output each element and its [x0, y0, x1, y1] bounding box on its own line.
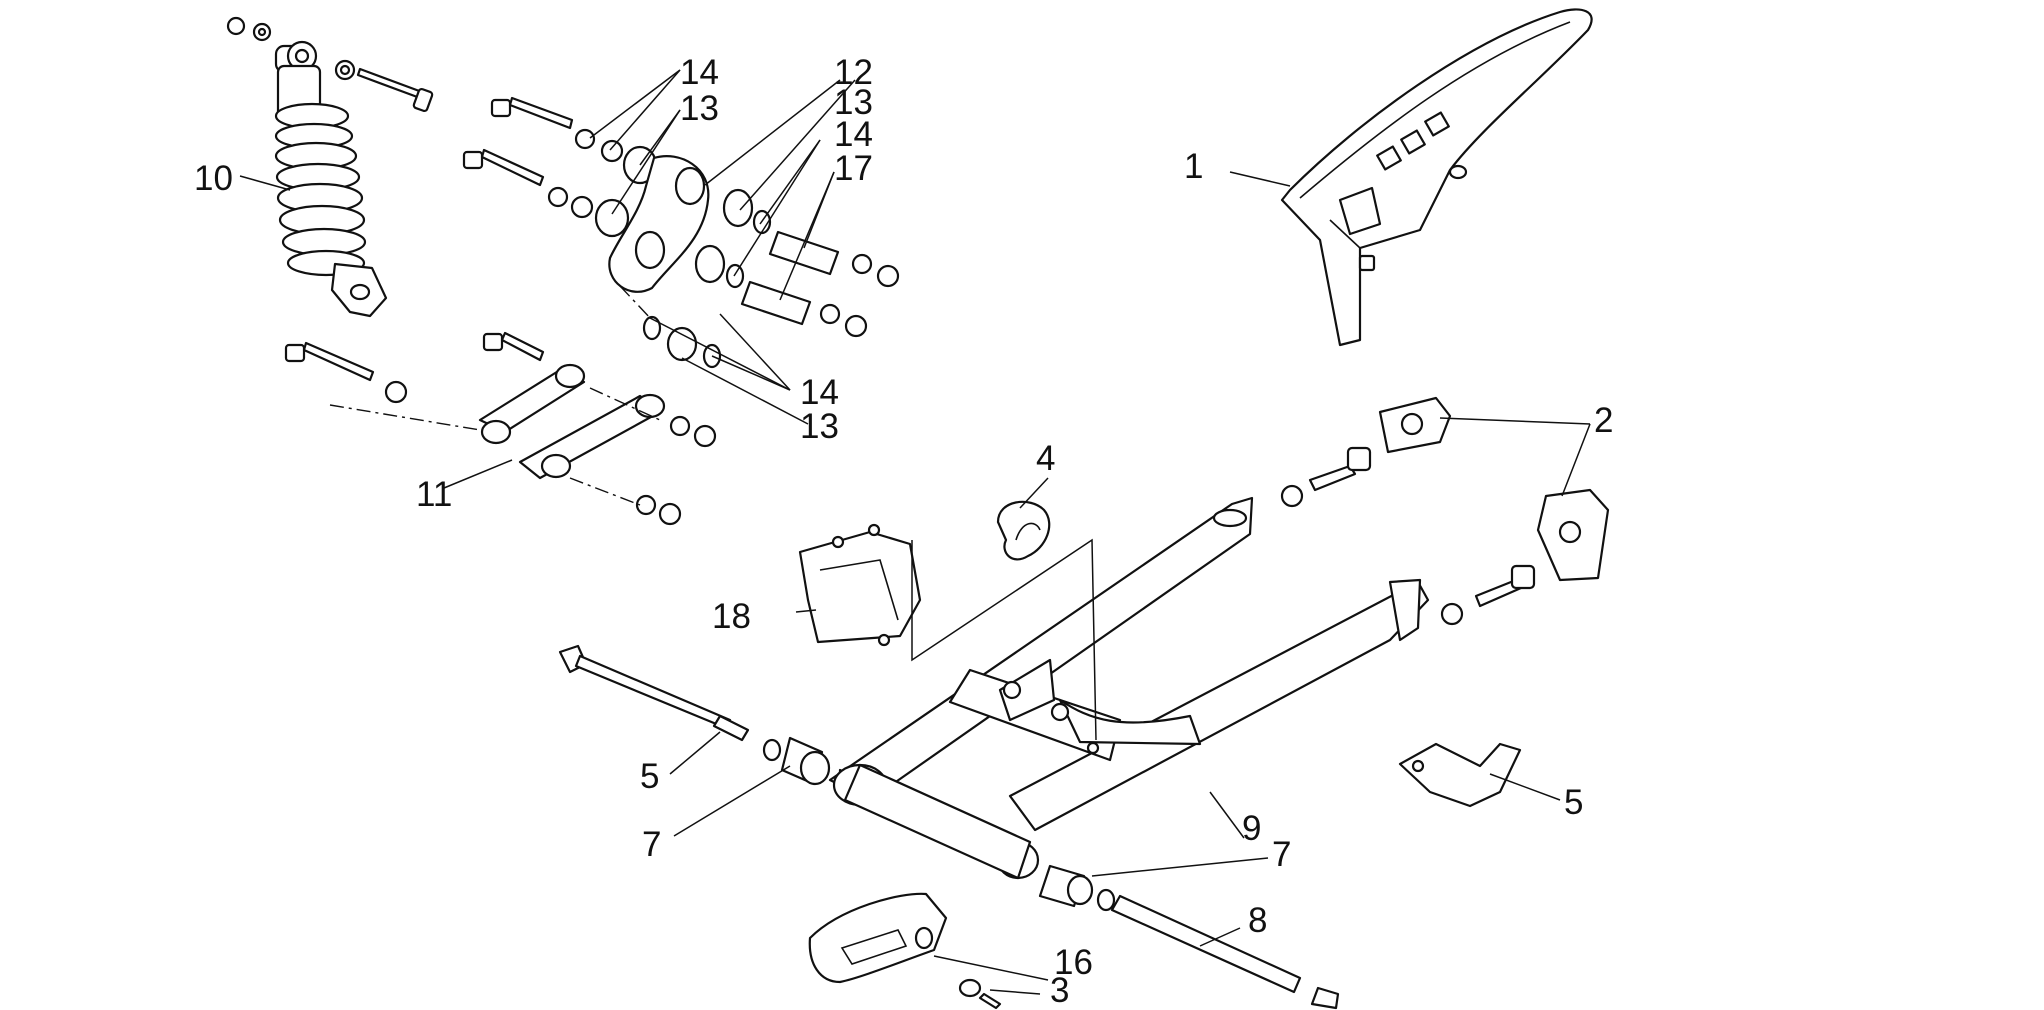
callout-17: 17 [834, 149, 873, 188]
swingarm [828, 496, 1430, 880]
linkage-hardware [462, 96, 710, 321]
leader-lines [239, 69, 1591, 995]
pivot-axle [1038, 864, 1340, 1010]
callout-5-protector: 5 [1564, 783, 1583, 822]
callout-labels: 1 2 3 4 5 5 7 7 8 9 10 11 12 13 13 13 14… [194, 53, 1613, 1010]
chain-slider [808, 892, 1002, 1010]
callout-12: 12 [834, 53, 873, 92]
swingarm-protector [1398, 742, 1522, 808]
callout-14-top: 14 [680, 53, 719, 92]
shock-absorber [226, 16, 434, 318]
hose-clip [996, 500, 1051, 561]
callout-4: 4 [1036, 439, 1055, 478]
callout-7-left: 7 [642, 825, 661, 864]
callout-13-bottom: 13 [800, 407, 839, 446]
callout-11: 11 [416, 475, 452, 514]
chain-guard [1280, 8, 1593, 347]
callout-14-bottom: 14 [800, 373, 839, 412]
pivot-bolt [558, 644, 831, 786]
callout-1: 1 [1184, 147, 1203, 186]
callout-9: 9 [1242, 809, 1261, 848]
callout-2: 2 [1594, 401, 1613, 440]
callout-3: 3 [1050, 971, 1069, 1010]
callout-18: 18 [712, 597, 751, 636]
callout-14-mid: 14 [834, 115, 873, 154]
callout-7-right: 7 [1272, 835, 1291, 874]
callout-16: 16 [1054, 943, 1093, 982]
callout-13-mid: 13 [834, 83, 873, 122]
callout-5-pivot-bolt: 5 [640, 757, 659, 796]
battery-cover [798, 523, 922, 647]
callout-10: 10 [194, 159, 233, 198]
linkage-plate [284, 331, 717, 526]
callout-13-top: 13 [680, 89, 719, 128]
chain-adjusters [1280, 396, 1610, 626]
callout-8: 8 [1248, 901, 1267, 940]
linkage-right-hardware [642, 188, 900, 369]
